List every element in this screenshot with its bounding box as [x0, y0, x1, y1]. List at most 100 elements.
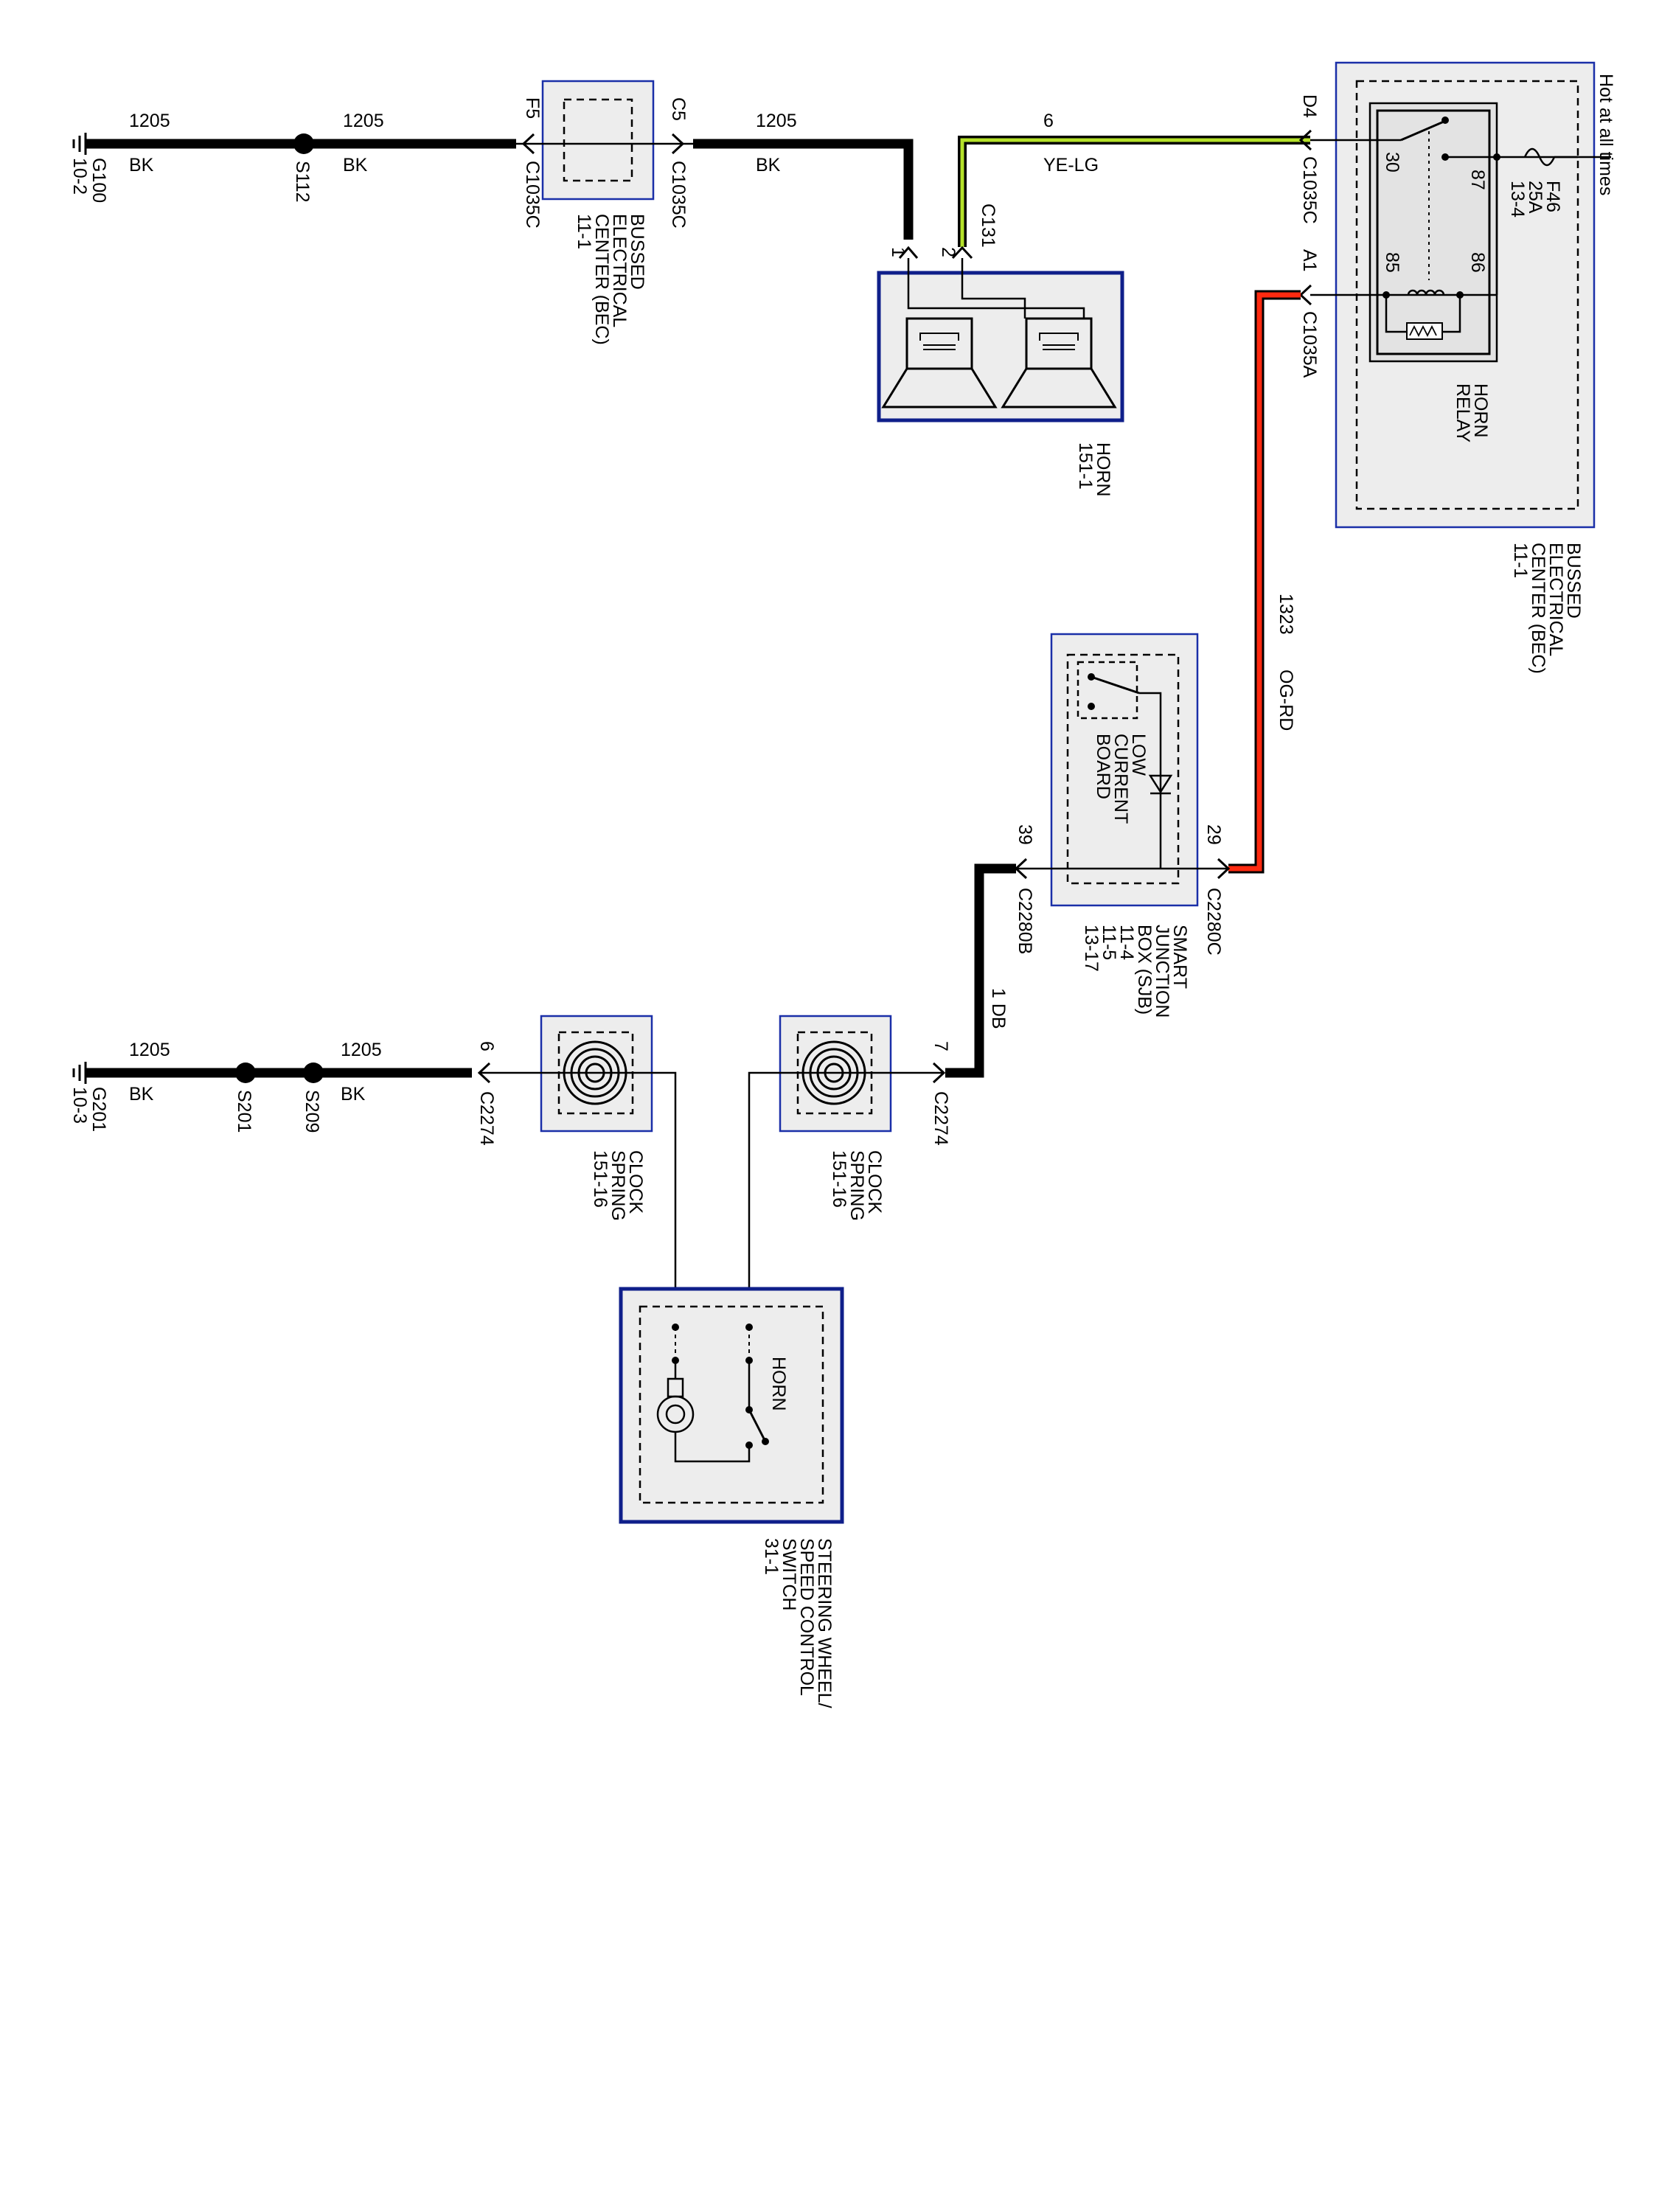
- bec-right-conn-d4: C1035C: [1299, 156, 1320, 224]
- sjb-label-2: JUNCTION: [1152, 925, 1172, 1018]
- relay-terminal-85: 85: [1382, 252, 1402, 273]
- horn-speaker-icon-1: [881, 317, 998, 408]
- wire-1205-a-color: BK: [129, 155, 154, 175]
- lcb-label-2: CURRENT: [1110, 734, 1131, 824]
- bec-left-label-1: BUSSED: [627, 214, 647, 290]
- wire-1-db: [945, 863, 1016, 1078]
- horn-pin-1-label: 1: [888, 247, 908, 257]
- sjb-box: [1050, 633, 1199, 907]
- bec-right-pin-d4: D4: [1299, 94, 1320, 118]
- horn-pin-2-symbol: [951, 246, 973, 260]
- clock-spring-1-label-1: CLOCK: [625, 1150, 646, 1214]
- bec-right-label-2: ELECTRICAL: [1545, 543, 1566, 656]
- lcb-dash: [1077, 661, 1138, 720]
- horn-label: HORN: [1093, 442, 1113, 497]
- switch-label-2: SPEED CONTROL: [796, 1538, 817, 1696]
- bec-right-label-3: CENTER (BEC): [1528, 543, 1548, 674]
- relay-contact-arm: [1400, 120, 1444, 142]
- lcb-diode-icon: [1148, 774, 1173, 795]
- bec-right-label-1: BUSSED: [1563, 543, 1584, 619]
- wire-6-circuit: 6: [1043, 111, 1054, 131]
- sjb-label-3: BOX (SJB): [1134, 925, 1155, 1015]
- horn-switch-icon: [748, 1409, 767, 1442]
- ground-g100-page: 10-2: [69, 158, 90, 195]
- ground-symbol-g100: [72, 133, 87, 155]
- sjb-pin-39: 39: [1015, 824, 1035, 845]
- ground-g201-page: 10-3: [69, 1087, 90, 1124]
- wire-1205-c-color: BK: [756, 155, 781, 175]
- clock-spring-2-label-1: CLOCK: [864, 1150, 885, 1214]
- sjb-pin-29: 29: [1203, 824, 1224, 845]
- bec-left-conn-out: C1035C: [668, 161, 689, 229]
- wire-1205-bec-horn: [693, 139, 914, 240]
- splice-s201-dot: [235, 1062, 256, 1083]
- fuse-f46-page: 13-4: [1507, 181, 1528, 218]
- sjb-page-2: 11-5: [1099, 925, 1119, 960]
- wire-1205-b-color: BK: [343, 155, 368, 175]
- hot-at-all-times-label: Hot at all times: [1596, 74, 1616, 195]
- horn-connector-label: C131: [978, 204, 998, 248]
- horn-relay-label-2: RELAY: [1453, 383, 1473, 442]
- bec-right-pin-a1: A1: [1299, 249, 1320, 272]
- relay-terminal-87: 87: [1467, 170, 1488, 190]
- fuse-f46-rating: 25A: [1525, 181, 1545, 214]
- splice-s112-label: S112: [292, 161, 313, 203]
- splice-s201-label: S201: [234, 1090, 254, 1133]
- wire-1205-c-circuit: 1205: [756, 111, 797, 131]
- bec-right-conn-a1: C1035A: [1299, 311, 1320, 378]
- sjb-label-1: SMART: [1169, 925, 1190, 989]
- horn-page: 151-1: [1075, 442, 1096, 490]
- bec-left-box: [541, 80, 655, 201]
- wire-1323-og-rd: [1228, 290, 1301, 874]
- lower-wire-1205-b-color: BK: [341, 1084, 366, 1105]
- lcb-label-1: LOW: [1128, 734, 1149, 776]
- bec-left-conn-in: C1035C: [522, 161, 543, 229]
- wire-6-ye-lg-color: [960, 138, 1310, 247]
- horn-pin-2-label: 2: [938, 247, 959, 257]
- wire-1205-b-circuit: 1205: [343, 111, 384, 131]
- clock-spring-2-page: 151-16: [829, 1150, 849, 1208]
- bec-left-page: 11-1: [574, 214, 594, 249]
- horn-relay-inner: [1376, 109, 1491, 355]
- horn-box: [877, 271, 1124, 422]
- bec-left-pin-c5: C5: [668, 97, 689, 121]
- lower-wire-1205-b-circuit: 1205: [341, 1040, 382, 1060]
- sjb-conn-29: C2280C: [1203, 888, 1224, 956]
- horn-speaker-icon-2: [1001, 317, 1117, 408]
- bec-left-inner: [563, 98, 633, 182]
- c2274-pin7-conn: C2274: [931, 1091, 951, 1146]
- clock-spring-2-label-2: SPRING: [846, 1150, 867, 1221]
- wire-1323-color: OG-RD: [1276, 669, 1296, 731]
- c2274-pin7-label: 7: [931, 1041, 951, 1051]
- bec-left-pin-f5: F5: [522, 97, 543, 119]
- sjb-inner: [1066, 653, 1180, 885]
- switch-horn-label: HORN: [768, 1357, 789, 1411]
- horn-relay-outer: [1368, 102, 1498, 363]
- connector-f5-symbol: [521, 133, 535, 155]
- wire-1205-a-circuit: 1205: [129, 111, 170, 131]
- switch-page: 31-1: [761, 1538, 782, 1575]
- horn-pin-1-symbol: [898, 246, 919, 259]
- wire-1323-circuit: 1323: [1276, 594, 1296, 635]
- sjb-conn-39: C2280B: [1015, 888, 1035, 954]
- ground-g201-id: G201: [88, 1087, 109, 1132]
- wire-1db-label: 1 DB: [988, 988, 1009, 1029]
- ground-symbol-g201: [72, 1062, 87, 1084]
- bec-left-label-3: CENTER (BEC): [591, 214, 612, 345]
- switch-label-1: STEERING WHEEL/: [814, 1538, 835, 1708]
- relay-terminal-86: 86: [1467, 252, 1488, 273]
- connector-d4-symbol: [1298, 129, 1312, 151]
- splice-s209-label: S209: [302, 1090, 322, 1133]
- relay-coil-icon: [1407, 289, 1445, 296]
- clock-spring-1-page: 151-16: [590, 1150, 611, 1208]
- sjb-page-1: 11-4: [1116, 925, 1137, 960]
- clock-spring-1-label-2: SPRING: [608, 1150, 628, 1221]
- switch-label-3: SWITCH: [779, 1538, 799, 1611]
- wire-1323-og-rd-color: [1228, 292, 1301, 872]
- bec-left-label-2: ELECTRICAL: [609, 214, 630, 327]
- bec-right-page: 11-1: [1510, 543, 1531, 578]
- wire-6-color: YE-LG: [1043, 155, 1099, 175]
- connector-c5-symbol: [671, 133, 685, 155]
- lower-wire-1205-a-color: BK: [129, 1084, 154, 1105]
